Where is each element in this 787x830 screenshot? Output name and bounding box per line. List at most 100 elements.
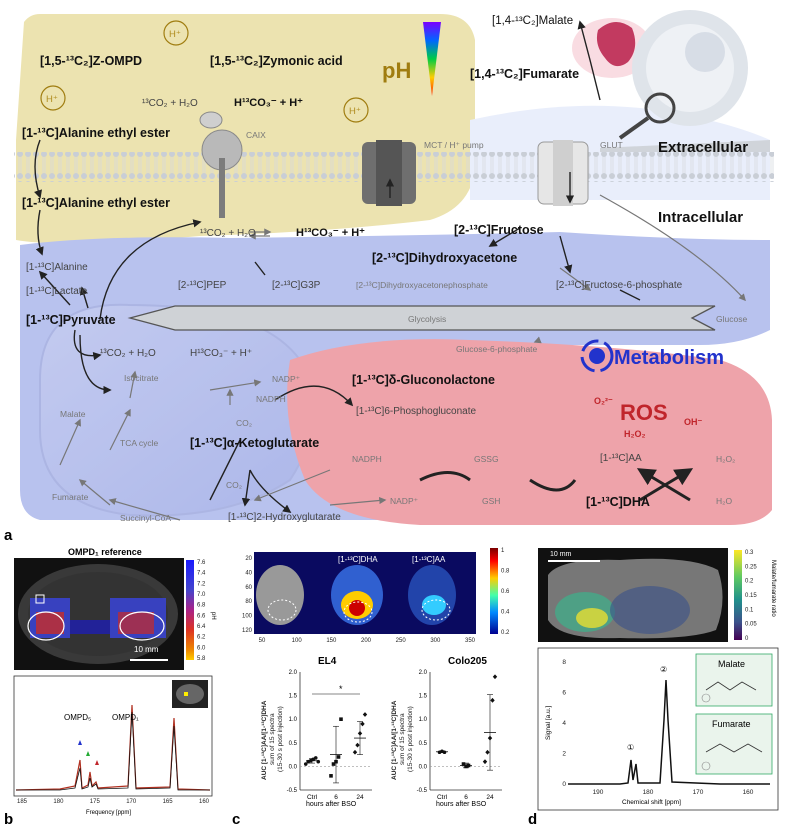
c-colo-title: Colo205 <box>448 656 487 667</box>
b-cbar-tick: 7.2 <box>197 581 206 587</box>
mct-channel <box>362 140 416 206</box>
ph-gradient-icon <box>423 22 441 96</box>
node-nadp-mid: NADP⁺ <box>390 496 419 506</box>
h-plus-circles <box>40 20 369 123</box>
d-fumarate-box: Fumarate <box>695 713 773 775</box>
panel-label-a: a <box>4 527 13 544</box>
label-caix: CAIX <box>246 130 266 140</box>
c-image-1 <box>256 565 304 625</box>
d-x-tick: 180 <box>643 789 654 796</box>
d-cbar-tick: 0.2 <box>745 579 754 585</box>
extracellular-region <box>16 14 475 244</box>
c-colo-y-tick: 1.5 <box>419 694 428 700</box>
d-peak1: ① <box>627 743 634 752</box>
c-el4-y-tick: 0.0 <box>289 764 298 770</box>
c-el4-title: EL4 <box>318 656 337 667</box>
label-tca: TCA cycle <box>120 438 159 448</box>
node-alanine-ee-top: [1-¹³C]Alanine ethyl ester <box>22 126 170 140</box>
node-dha: [1-¹³C]DHA <box>586 495 650 509</box>
c-el4-x-tick: Ctrl <box>307 794 318 801</box>
label-o2: O₂²⁻ <box>594 396 613 406</box>
c-el4-y-tick: -0.5 <box>287 788 298 794</box>
node-lactate: [1-¹³C]Lactate <box>26 286 88 297</box>
label-glut: GLUT <box>600 140 623 150</box>
d-xlabel: Chemical shift [ppm] <box>622 799 681 806</box>
d-ylabel: Signal [a.u.] <box>545 705 552 740</box>
c-colo-point <box>482 759 488 765</box>
c-el4-point <box>329 774 333 778</box>
node-isocitrate: Isocitrate <box>124 373 159 383</box>
node-alanine: [1-¹³C]Alanine <box>26 262 88 273</box>
metabolism-icon <box>580 339 614 373</box>
c-el4-y-tick: 2.0 <box>289 670 298 676</box>
node-malate-top: [1,4-¹³C₂]Malate <box>492 15 573 27</box>
b-title: OMPD₁ reference <box>68 547 142 557</box>
b-cbar-tick: 6.2 <box>197 635 206 641</box>
b-spec-xlabel: Frequency [ppm] <box>86 810 131 816</box>
d-cbar-tick: 0.1 <box>745 607 754 613</box>
node-glucose: Glucose <box>716 314 747 324</box>
d-cbar-tick: 0 <box>745 636 749 642</box>
c-xlabel-colo: hours after BSO <box>436 801 487 808</box>
label-ph: pH <box>382 58 411 83</box>
c-img-x-tick: 150 <box>326 638 337 644</box>
c-image-2 <box>331 565 383 625</box>
node-g3p: [2-¹³C]G3P <box>272 280 321 291</box>
c-cbar-tick: 0.2 <box>501 630 510 636</box>
c-el4-point <box>303 762 308 766</box>
c-significance: * <box>339 684 343 694</box>
node-h2o2-right: H₂O₂ <box>716 454 735 464</box>
label-glycolysis: Glycolysis <box>408 314 446 324</box>
b-spectrum-line-black <box>16 711 210 791</box>
node-alanine-ee-in: [1-¹³C]Alanine ethyl ester <box>22 196 170 210</box>
b-cbar-tick: 6.8 <box>197 603 206 609</box>
pathway-arrows <box>33 20 694 513</box>
h-plus-3: H⁺ <box>349 106 361 117</box>
b-cbar-tick: 5.8 <box>197 656 206 662</box>
d-x-tick: 190 <box>593 789 604 796</box>
c-img-y-tick: 40 <box>245 570 252 576</box>
node-co2-eq-mito: ¹³CO₂ + H₂O <box>100 348 156 359</box>
c-ylabel-2: sum of 15 spectra <box>269 713 276 765</box>
node-pep: [2-¹³C]PEP <box>178 280 227 291</box>
c-cbar-tick: 0.6 <box>501 589 510 595</box>
node-hco3-in: H¹³CO₃⁻ + H⁺ <box>296 227 365 239</box>
panel-label-d: d <box>528 811 537 828</box>
node-aa: [1-¹³C]AA <box>600 453 642 464</box>
node-malate: Malate <box>60 409 86 419</box>
b-cbar-tick: 7.0 <box>197 592 206 598</box>
b-peak1: OMPD₁ <box>112 713 139 722</box>
d-cbar-label: Malate/fumarate ratio <box>770 560 776 617</box>
c-img-x-tick: 200 <box>361 638 372 644</box>
c-colo-y-tick: 1.0 <box>419 717 428 723</box>
panel-label-b: b <box>4 811 13 828</box>
d-malate-label: Malate <box>718 659 745 669</box>
c-el4-point <box>362 712 368 717</box>
node-fumarate: Fumarate <box>52 492 89 502</box>
node-nadph-top: NADPH <box>256 394 286 404</box>
c-el4-point <box>313 756 318 760</box>
c-img-x-tick: 350 <box>465 638 476 644</box>
c-img-x-tick: 100 <box>292 638 303 644</box>
b-peak5: OMPD₅ <box>64 713 91 722</box>
label-metabolism: Metabolism <box>614 347 724 369</box>
d-peak2: ② <box>660 665 667 674</box>
c-colo-point <box>442 750 447 755</box>
c-el4-point <box>331 762 336 766</box>
node-fumarate-top: [1,4-¹³C₂]Fumarate <box>470 67 579 81</box>
node-co2-akg: CO₂ <box>226 480 242 490</box>
node-zymonic: [1,5-¹³C₂]Zymonic acid <box>210 54 343 68</box>
b-colorbar <box>186 560 194 660</box>
node-gluconolactone: [1-¹³C]δ-Gluconolactone <box>352 373 495 387</box>
node-hco3-mito: H¹³CO₃⁻ + H⁺ <box>190 348 252 359</box>
c-el4-y-tick: 0.5 <box>289 741 298 747</box>
node-fructose: [2-¹³C]Fructose <box>454 223 544 237</box>
c-ylabel-3: (15-30 s post injection) <box>277 706 284 772</box>
node-akg: [1-¹³C]α-Ketoglutarate <box>190 436 319 450</box>
d-cbar-tick: 0.05 <box>745 622 757 628</box>
d-spectrum-line <box>568 679 770 785</box>
c-ylabel-1: AUC [1-¹³C]AA/[1-¹³C]DHA <box>261 700 268 780</box>
label-extracellular: Extracellular <box>658 139 748 156</box>
node-zompd: [1,5-¹³C₂]Z-OMPD <box>40 54 142 68</box>
